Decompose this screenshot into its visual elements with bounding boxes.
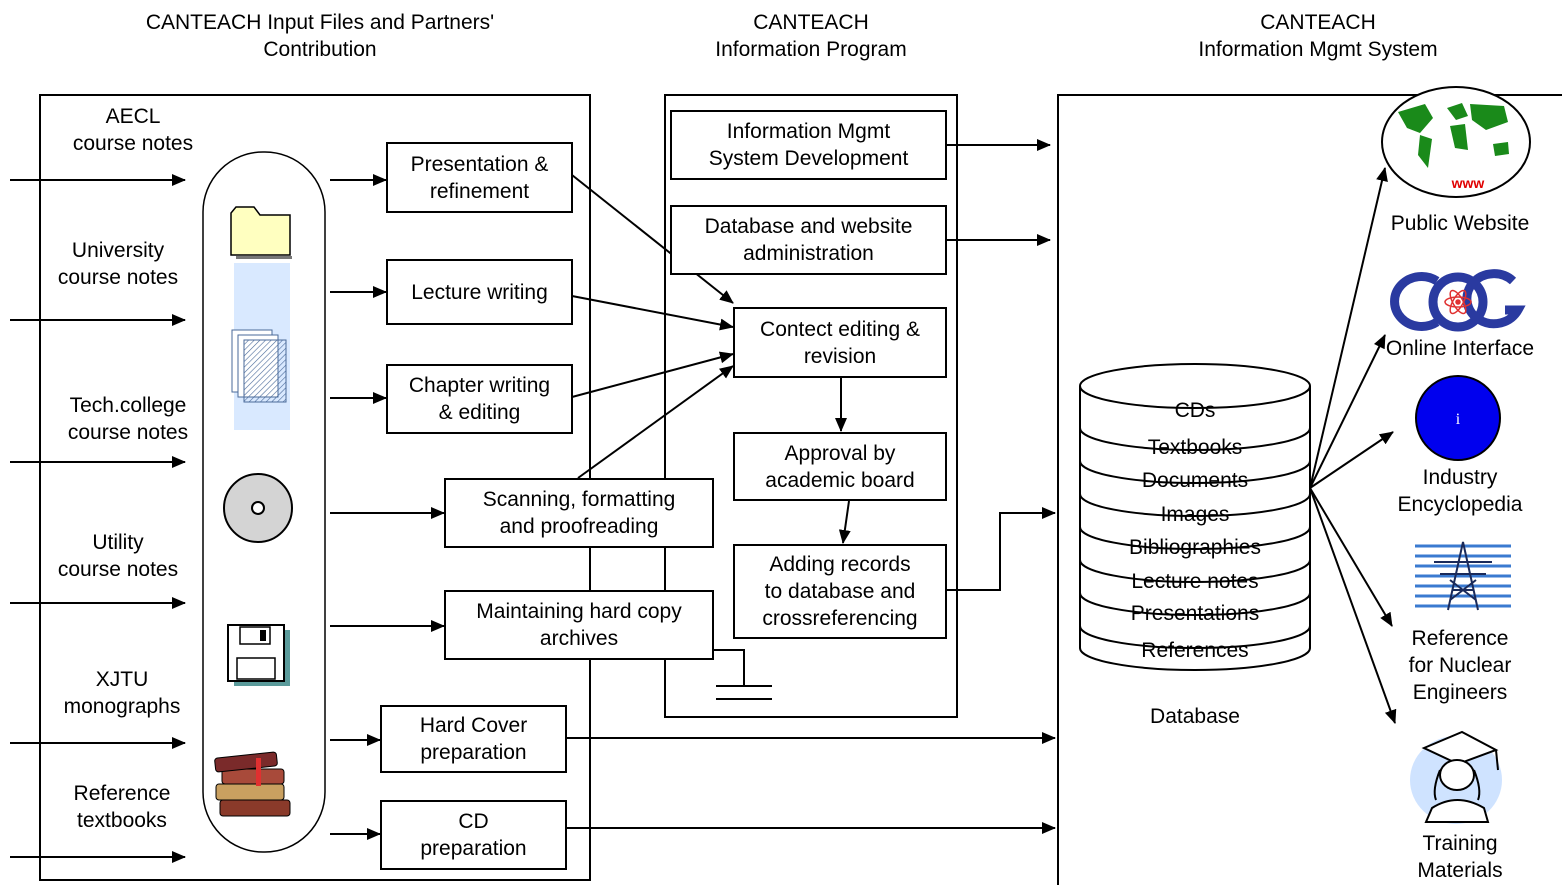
process-scanning-formatting: Scanning, formatting and proofreading — [444, 478, 714, 548]
encyclopedia-circle-icon — [1415, 375, 1501, 461]
ims-arrows — [566, 139, 1056, 834]
folder-icon — [230, 206, 292, 259]
process-arrows — [330, 174, 445, 840]
program-db-website-admin: Database and website administration — [670, 205, 947, 275]
output-reference-nuclear-engineers: Reference for Nuclear Engineers — [1408, 627, 1512, 704]
graduate-student-icon — [1410, 730, 1502, 824]
program-adding-records: Adding records to database and crossrefe… — [733, 544, 947, 639]
ims-section-frame — [1057, 94, 1562, 885]
input-label-tech-college: Tech.college course notes — [67, 394, 189, 444]
process-presentation-refinement: Presentation & refinement — [386, 142, 573, 213]
program-content-editing: Contect editing & revision — [733, 307, 947, 378]
world-www-icon — [1381, 86, 1531, 198]
header-information-mgmt-system: CANTEACH Information Mgmt System — [1198, 11, 1438, 61]
program-approval: Approval by academic board — [733, 432, 947, 501]
process-chapter-writing: Chapter writing & editing — [386, 364, 573, 434]
program-section-frame — [664, 94, 958, 718]
database-row-images: Images — [1160, 503, 1230, 526]
input-label-reference: Reference textbooks — [73, 782, 171, 832]
database-row-textbooks: Textbooks — [1147, 436, 1243, 459]
process-cd-preparation: CD preparation — [380, 800, 567, 870]
www-label: www — [1451, 175, 1485, 191]
output-arrows — [1309, 167, 1397, 724]
power-tower-icon — [1415, 538, 1511, 611]
database-row-references: References — [1141, 639, 1249, 662]
atom-icon — [1444, 289, 1472, 315]
input-label-aecl: AECL course notes — [72, 105, 194, 155]
database-row-bibliographies: Bibliographies — [1129, 536, 1261, 559]
process-lecture-writing: Lecture writing — [386, 259, 573, 325]
database-row-lecture-notes: Lecture notes — [1131, 570, 1259, 593]
input-label-university: University course notes — [57, 239, 179, 289]
input-label-utility: Utility course notes — [57, 531, 179, 581]
books-icon — [214, 751, 291, 817]
encyclopedia-info-glyph: i — [1456, 411, 1461, 428]
document-stack-icon — [231, 263, 290, 430]
output-public-website: Public Website — [1390, 212, 1530, 235]
cd-disk-icon — [223, 473, 293, 543]
database-row-documents: Documents — [1141, 469, 1249, 492]
header-information-program: CANTEACH Information Program — [715, 11, 907, 61]
process-maintaining-archives: Maintaining hard copy archives — [444, 590, 714, 660]
input-label-xjtu: XJTU monographs — [63, 668, 181, 718]
process-hard-cover: Hard Cover preparation — [380, 705, 567, 773]
output-online-interface: Online Interface — [1385, 337, 1535, 360]
input-arrows — [10, 174, 186, 863]
output-industry-encyclopedia: Industry Encyclopedia — [1397, 466, 1523, 516]
database-label: Database — [1150, 705, 1240, 728]
floppy-disk-icon — [227, 624, 290, 686]
header-input-files: CANTEACH Input Files and Partners' Contr… — [145, 11, 495, 61]
database-cylinder — [1079, 363, 1311, 671]
editing-arrows — [571, 174, 851, 544]
database-row-cds: CDs — [1174, 399, 1216, 422]
database-row-presentations: Presentations — [1130, 602, 1260, 625]
program-ims-development: Information Mgmt System Development — [670, 110, 947, 180]
ground-symbol — [712, 649, 772, 700]
output-training-materials: Training Materials — [1417, 832, 1503, 882]
